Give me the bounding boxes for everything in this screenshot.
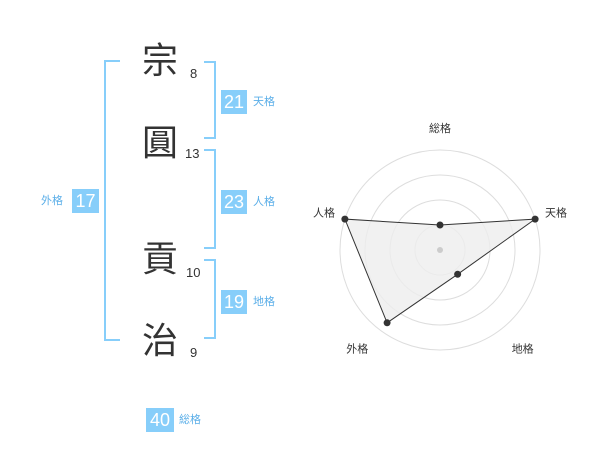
radar-ring-4 [339,149,541,351]
gaikaku-value: 17 [72,189,99,213]
soukaku-label: 総格 [179,413,201,426]
radar-axis-label-2: 天格 [545,205,567,219]
tenkaku-bracket [204,61,216,139]
radar-axis-label-4: 外格 [346,342,368,356]
stroke-count-3: 10 [186,265,201,280]
jinkaku-value: 23 [221,190,247,214]
stroke-count-2: 13 [185,146,200,161]
radar-axis-label-3: 地格 [512,342,534,356]
radar-point-4 [383,319,391,327]
gaikaku-bracket [104,60,120,341]
name-char-4: 治 [141,321,178,362]
radar-center-dot [437,247,443,253]
radar-point-3 [454,270,462,278]
radar-point-2 [531,215,539,223]
gaikaku-label: 外格 [41,194,63,207]
radar-polygon [344,218,537,324]
radar-axis-label-5: 人格 [313,205,335,219]
chikaku-label: 地格 [253,295,275,308]
name-char-2: 圓 [141,123,178,164]
stroke-count-1: 8 [190,66,198,81]
radar-point-1 [436,221,444,229]
tenkaku-value: 21 [221,90,247,114]
name-char-3: 貢 [141,239,178,280]
jinkaku-bracket [204,149,216,249]
soukaku-value: 40 [146,408,174,432]
chikaku-bracket [204,259,216,339]
radar-axis-label-1: 総格 [429,121,451,135]
tenkaku-label: 天格 [253,95,275,108]
stroke-count-4: 9 [190,345,198,360]
radar-point-5 [341,215,349,223]
name-char-1: 宗 [141,41,178,82]
jinkaku-label: 人格 [253,195,275,208]
chikaku-value: 19 [221,290,247,314]
